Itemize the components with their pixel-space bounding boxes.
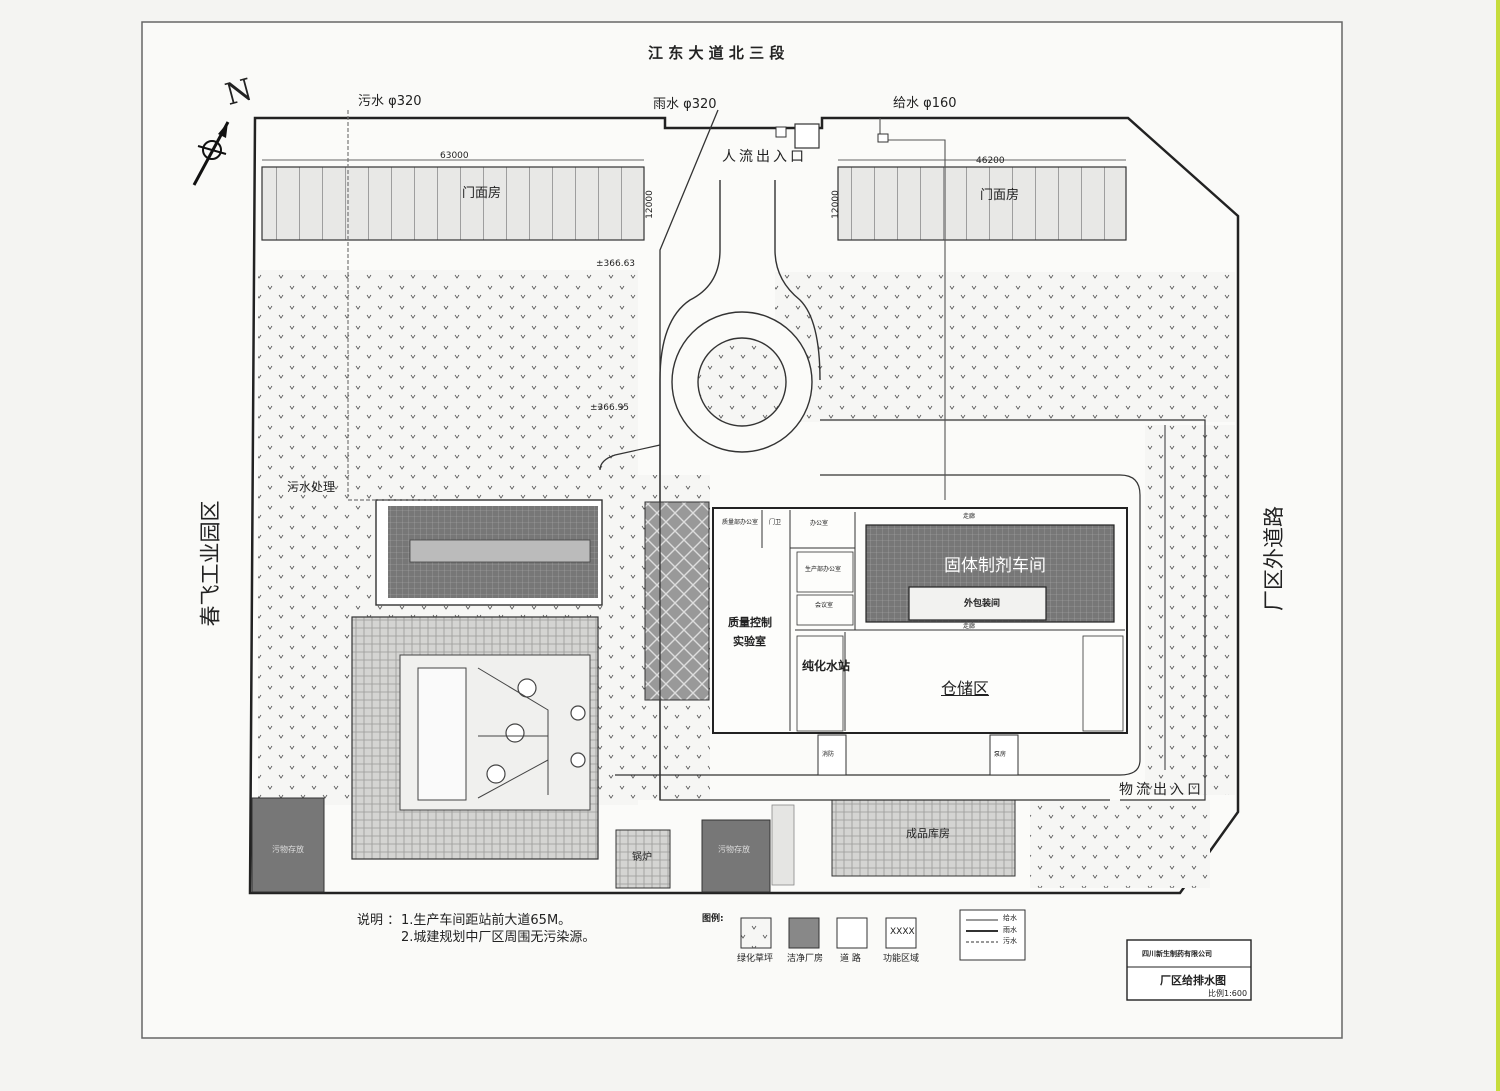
notes-line-1: 1.生产车间距站前大道65M。 bbox=[401, 913, 572, 928]
outer-packing-label: 外包装间 bbox=[964, 599, 1001, 609]
qc-office-label: 质量部办公室 bbox=[722, 519, 759, 526]
lawn-south bbox=[1030, 800, 1210, 888]
notes-line-2: 2.城建规划中厂区周围无污染源。 bbox=[401, 930, 596, 945]
waste-store-mid bbox=[701, 819, 771, 893]
lawn-east-side bbox=[1145, 425, 1235, 795]
solid-workshop-label: 固体制剂车间 bbox=[944, 556, 1046, 576]
sewage-treatment-label: 污水处理 bbox=[287, 480, 336, 494]
dim-left-width: 63000 bbox=[440, 151, 469, 161]
shop-label-west: 门面房 bbox=[462, 186, 502, 201]
qc-lab-label-1: 质量控制 bbox=[728, 616, 772, 629]
scan-edge-strip bbox=[1496, 0, 1500, 1091]
pump-label: 泵房 bbox=[994, 751, 1007, 758]
legend bbox=[740, 909, 1026, 961]
qc-lab-label-2: 实验室 bbox=[733, 635, 766, 648]
solid-prep-workshop-zone bbox=[865, 524, 1115, 623]
compass-icon bbox=[192, 121, 230, 186]
fire-label: 消防 bbox=[822, 751, 835, 758]
elevation-2: ±366.95 bbox=[590, 403, 630, 413]
legend-line-rain: 雨水 bbox=[1003, 926, 1017, 934]
guard-label: 门卫 bbox=[769, 519, 782, 526]
prod-office-label: 生产部办公室 bbox=[805, 566, 842, 573]
dim-left-depth: 12000 bbox=[644, 190, 655, 219]
legend-item-func: 功能区域 bbox=[883, 954, 920, 964]
waste-label-2: 污物存放 bbox=[718, 845, 750, 854]
elevation-1: ±366.63 bbox=[596, 259, 636, 269]
logistics-gate-label: 物流出入口 bbox=[1119, 782, 1204, 798]
road-left-label: 春飞工业园区 bbox=[198, 500, 223, 627]
warehouse-label: 仓储区 bbox=[941, 679, 990, 698]
rain-pipe-label: 雨水 φ320 bbox=[653, 97, 717, 112]
notes-prefix: 说明 ： bbox=[357, 913, 401, 928]
shop-label-east: 门面房 bbox=[980, 188, 1020, 203]
rain-pipe bbox=[659, 109, 1110, 801]
small-office-label: 办公室 bbox=[810, 520, 829, 527]
road-right-label: 厂区外道路 bbox=[1262, 506, 1286, 611]
finished-goods-label: 成品库房 bbox=[906, 827, 950, 840]
main-entrance-road bbox=[659, 180, 821, 800]
dim-right-width: 46200 bbox=[976, 156, 1005, 166]
meeting-label: 会议室 bbox=[815, 602, 834, 609]
waste-store-west bbox=[251, 797, 325, 893]
legend-item-clean: 洁净厂房 bbox=[787, 954, 824, 964]
titleblock-drawing: 厂区给排水图 bbox=[1160, 974, 1226, 987]
legend-func-symbol: XXXX bbox=[890, 927, 915, 937]
boiler-room bbox=[615, 829, 671, 889]
people-gate-label: 人流出入口 bbox=[722, 149, 807, 165]
lawn-east bbox=[775, 272, 1235, 422]
waste-label-1: 污物存放 bbox=[272, 845, 304, 854]
legend-item-road: 道 路 bbox=[840, 954, 861, 964]
legend-line-sewage: 污水 bbox=[1003, 937, 1017, 945]
corridor-label-2: 走廊 bbox=[963, 623, 976, 630]
titleblock-scale: 比例1:600 bbox=[1208, 989, 1248, 998]
legend-line-supply: 给水 bbox=[1003, 914, 1017, 922]
pure-water-label: 纯化水站 bbox=[802, 659, 851, 673]
corridor-label-1: 走廊 bbox=[963, 513, 976, 520]
supply-pipe bbox=[879, 118, 946, 500]
shop-houses-east bbox=[837, 166, 1127, 241]
outer-packing-room bbox=[908, 586, 1047, 621]
legend-item-lawn: 绿化草坪 bbox=[737, 954, 774, 964]
titleblock-company: 四川新生制药有限公司 bbox=[1142, 950, 1212, 958]
dim-right-depth: 12000 bbox=[830, 190, 841, 219]
legend-title: 图例: bbox=[702, 914, 724, 924]
supply-pipe-label: 给水 φ160 bbox=[893, 96, 957, 111]
clean-green-strip bbox=[644, 501, 710, 701]
road-top-label: 江 东 大 道 北 三 段 bbox=[648, 44, 785, 62]
title-block bbox=[1126, 939, 1252, 1001]
sewage-pipe bbox=[347, 110, 440, 501]
sewage-pipe-label: 污水 φ320 bbox=[358, 94, 422, 109]
ring-road bbox=[599, 419, 1206, 801]
boiler-label: 锅炉 bbox=[632, 852, 652, 863]
roundabout-inner bbox=[697, 337, 787, 427]
shop-houses-west bbox=[261, 166, 645, 241]
lightning-strip bbox=[771, 804, 795, 886]
